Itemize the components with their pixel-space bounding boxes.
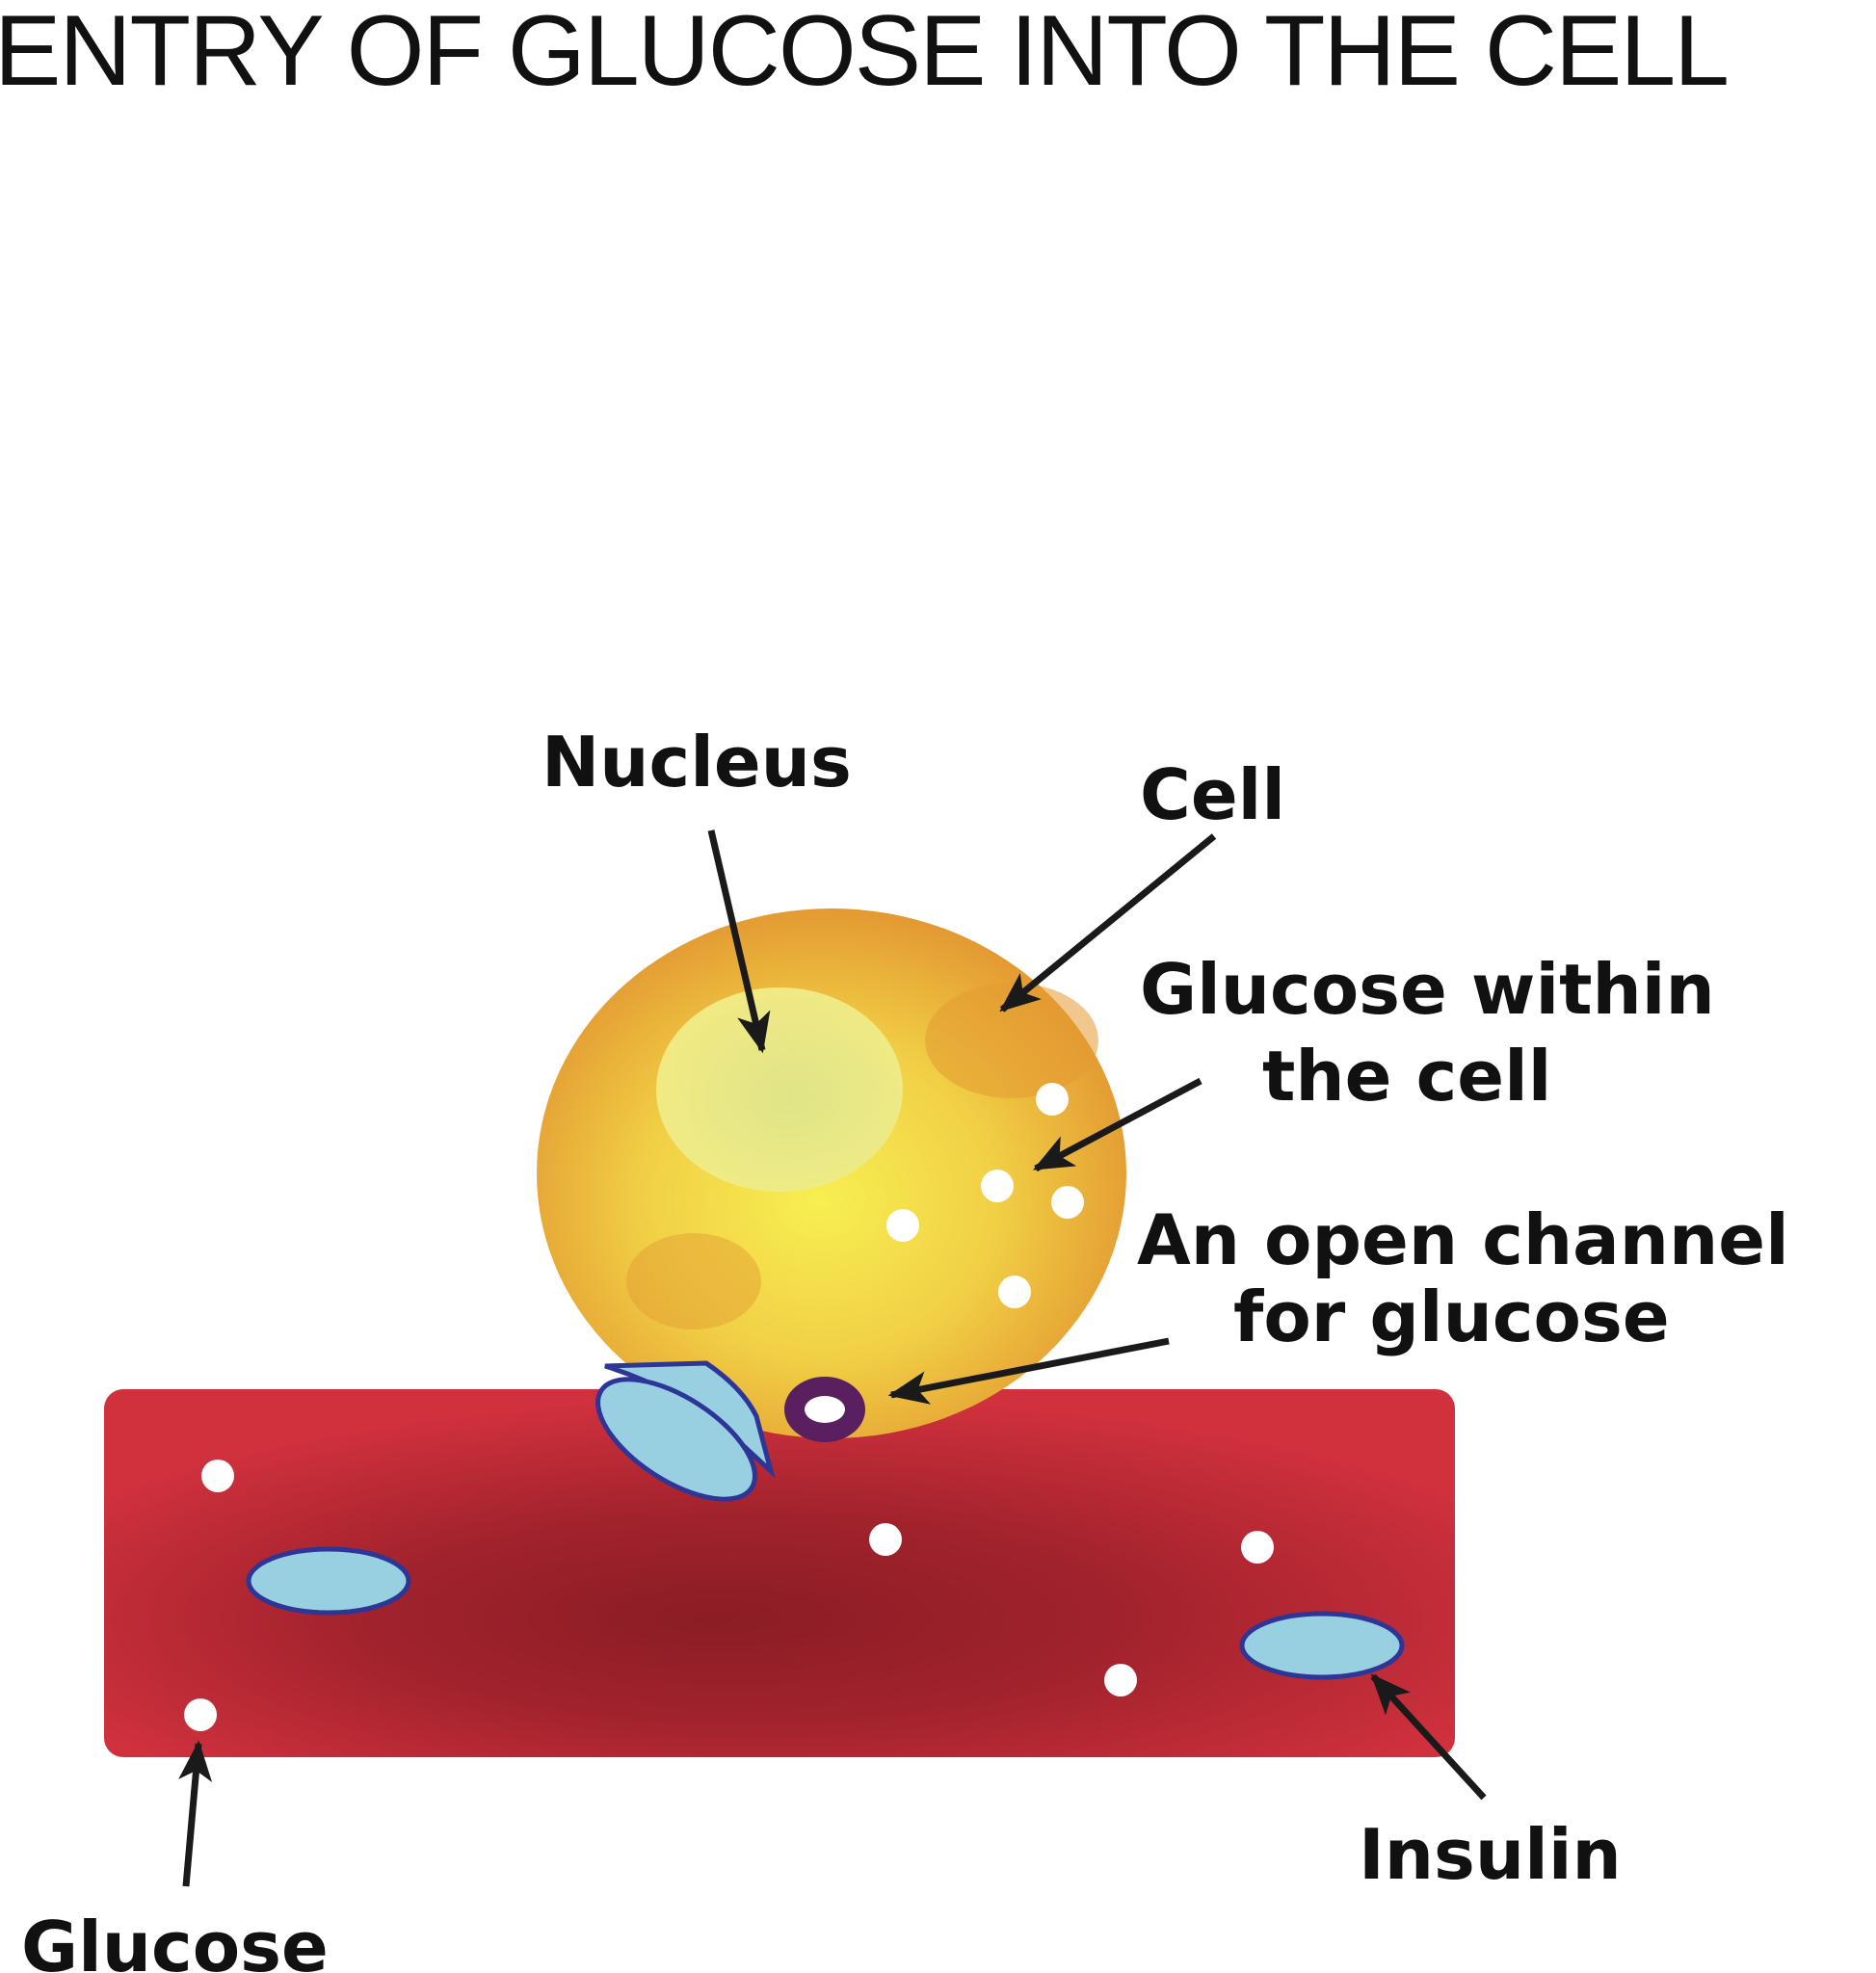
cell-shading-lower xyxy=(626,1233,761,1329)
nucleus-label: Nucleus xyxy=(542,722,852,802)
insulin-molecule xyxy=(246,1546,411,1616)
insulin-molecule xyxy=(1239,1611,1405,1680)
glucose-molecule xyxy=(184,1698,217,1731)
cell-label: Cell xyxy=(1140,754,1285,835)
glucose-label: Glucose xyxy=(21,1907,329,1973)
glucose-molecule xyxy=(201,1460,234,1492)
glucose-within-label-line2: the cell xyxy=(1262,1036,1551,1117)
open-channel-arrow xyxy=(887,1337,1170,1405)
nucleus-arrow xyxy=(707,829,771,1054)
insulin-molecule xyxy=(595,1377,757,1502)
glucose-within-label-line1: Glucose within xyxy=(1140,949,1715,1030)
open-channel-label-line2: for glucose xyxy=(1233,1276,1670,1357)
glucose-molecule xyxy=(1104,1664,1137,1697)
glucose-molecule xyxy=(998,1276,1031,1308)
glucose-arrow xyxy=(178,1740,213,1887)
page-title: ENTRY OF GLUCOSE INTO THE CELL xyxy=(0,0,1728,107)
cell-shading xyxy=(925,983,1098,1098)
channel-opening xyxy=(805,1396,845,1423)
cell-arrow xyxy=(999,833,1217,1013)
insulin-label: Insulin xyxy=(1359,1814,1622,1895)
open-channel-label-line1: An open channel xyxy=(1137,1199,1789,1280)
nucleus xyxy=(656,987,903,1192)
insulin-arrow xyxy=(1370,1673,1487,1801)
glucose-within-arrow xyxy=(1032,1077,1202,1172)
glucose-molecule xyxy=(1036,1083,1069,1116)
glucose-molecule xyxy=(1051,1186,1084,1219)
glucose-molecule xyxy=(981,1170,1014,1202)
glucose-molecule xyxy=(869,1523,902,1556)
glucose-molecule xyxy=(886,1209,919,1242)
glucose-molecule xyxy=(1241,1531,1274,1564)
